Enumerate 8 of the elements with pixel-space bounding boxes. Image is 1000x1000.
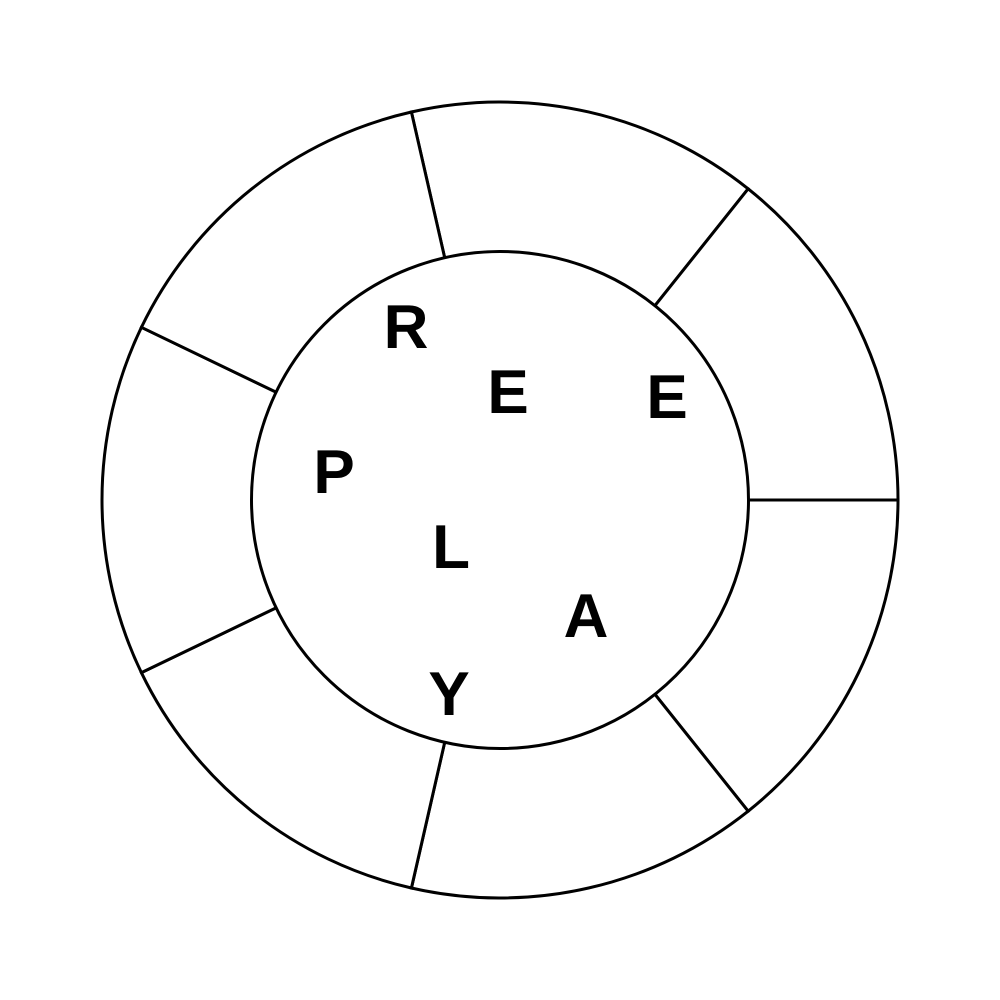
ring-segment — [140, 110, 446, 394]
letter: E — [487, 362, 529, 424]
letter: A — [564, 586, 608, 648]
letter: E — [646, 367, 688, 429]
letter: P — [313, 442, 355, 504]
letter: Y — [428, 664, 470, 726]
letter: R — [384, 297, 428, 359]
letter: L — [432, 517, 470, 579]
